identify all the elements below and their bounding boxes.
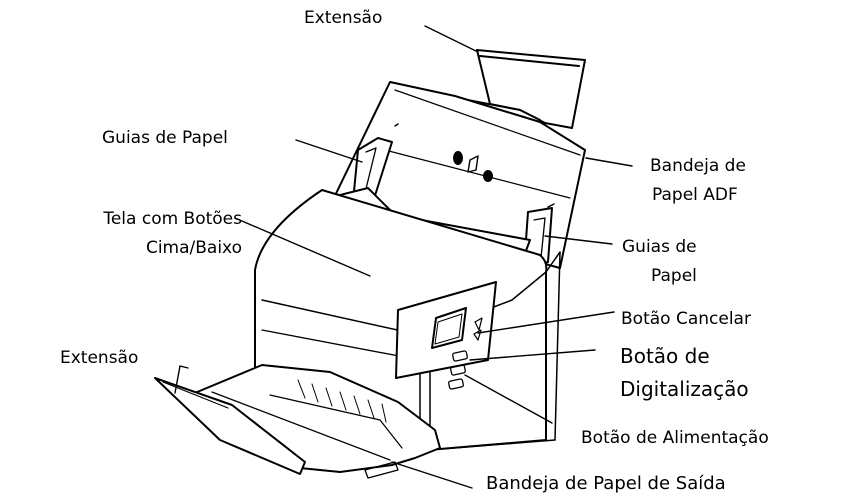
label-power-button: Botão de Alimentação [581,428,769,448]
leader-lines [234,25,633,489]
label-paper-guides-left: Guias de Papel [102,128,228,148]
leader-guides-right [544,235,613,245]
leader-extension-top [424,25,479,53]
label-paper-guides-right-line1: Guias de [622,237,697,257]
label-paper-guides-right-line2: Papel [651,266,697,286]
label-adf-tray-line2: Papel ADF [652,185,738,205]
leader-output-tray [391,461,473,489]
control-panel [395,281,497,390]
leader-scan [469,349,596,361]
label-display-line2: Cima/Baixo [145,238,242,258]
label-adf-tray-line1: Bandeja de [650,156,746,176]
leader-power [464,374,553,424]
leader-adf-tray [585,157,633,167]
label-cancel-button: Botão Cancelar [621,309,751,329]
label-output-tray: Bandeja de Papel de Saída [486,473,726,494]
label-scan-button-line1: Botão de [620,344,710,368]
leader-guides-left [295,139,363,163]
leader-cancel [477,311,615,334]
label-extension-top: Extensão [304,8,383,28]
leader-display [234,217,371,277]
label-scan-button-line2: Digitalização [620,377,749,401]
bottom-extension [154,365,306,475]
label-extension-bottom: Extensão [60,348,139,368]
label-display-line1: Tela com Botões [103,209,242,229]
